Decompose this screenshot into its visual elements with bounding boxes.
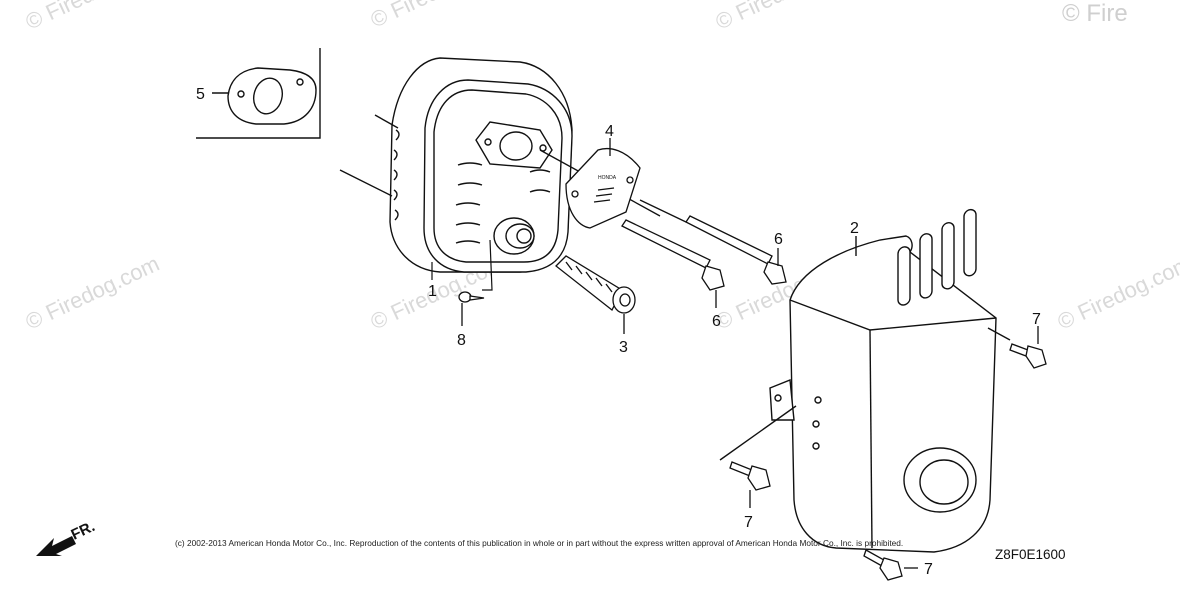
bolt-shank-upper [685, 215, 773, 265]
watermark: © Firedog.com [367, 0, 509, 33]
watermark: © Firedog.com [1054, 251, 1180, 335]
arrow-left-down-icon [36, 536, 76, 556]
bolt-head [879, 557, 903, 581]
heat-shield-text-lines [593, 187, 615, 203]
part-3-spark-arrester [555, 255, 636, 334]
part-1-muffler [339, 57, 573, 273]
callout-3: 3 [619, 339, 628, 356]
part-7-flange-bolts [729, 326, 1047, 581]
callout-6-lower: 6 [712, 313, 721, 330]
protector-tab [769, 379, 795, 421]
protector-body [789, 235, 997, 553]
callout-2: 2 [850, 220, 859, 237]
part-8-screw [458, 291, 485, 326]
callout-6-upper: 6 [774, 231, 783, 248]
arrester-screen [555, 255, 623, 312]
callout-7-bottom: 7 [924, 561, 933, 578]
muffler-inlet-port [499, 131, 533, 161]
gasket-bolt-hole [237, 90, 245, 98]
honda-mark: HONDA [598, 175, 617, 181]
drawing-number: Z8F0E1600 [995, 547, 1066, 562]
flange-bolt-hole [484, 138, 492, 146]
inset-frame [196, 48, 321, 139]
protector-slots [897, 208, 977, 306]
heat-shield-hole [571, 190, 579, 198]
leader-line [482, 239, 493, 291]
watermark: © Firedog.com [22, 251, 164, 335]
front-label: FR. [69, 518, 98, 544]
muffler-outlet-pipe [505, 223, 535, 249]
part-2-muffler-protector [719, 208, 1011, 553]
watermark-corner: © Fire [1062, 0, 1128, 27]
bolt-head [1025, 345, 1047, 369]
screw-shank [469, 295, 485, 301]
leader-line [987, 327, 1011, 341]
protector-bolt-hole [774, 394, 782, 402]
callout-7-right: 7 [1032, 311, 1041, 328]
screw-head [458, 291, 472, 303]
callout-4: 4 [605, 123, 614, 140]
callout-1: 1 [428, 283, 437, 300]
gasket-port [252, 77, 284, 115]
protector-hole [814, 396, 822, 404]
watermark: © Firedog.com [22, 0, 164, 35]
leader-line [339, 169, 393, 197]
bolt-head-upper [763, 261, 787, 285]
muffler-face-rim [433, 89, 563, 263]
leader-line [374, 114, 399, 129]
bolt-shank [1009, 343, 1029, 357]
arrester-collar [612, 286, 636, 314]
bolt-shank [863, 549, 885, 567]
part-6-bolts [621, 199, 787, 308]
protector-outlet-ring [903, 447, 977, 513]
leader-line [719, 405, 797, 461]
gasket-outline [227, 67, 317, 125]
heat-shield-hole [626, 176, 634, 184]
callout-5: 5 [196, 86, 205, 103]
protector-hole [812, 442, 820, 450]
arrester-bore [619, 293, 631, 307]
copyright-notice: (c) 2002-2013 American Honda Motor Co., … [175, 538, 904, 548]
gasket-bolt-hole [296, 78, 304, 86]
protector-hole [812, 420, 820, 428]
muffler-outlet-bore [516, 228, 532, 244]
bolt-head-lower [701, 265, 725, 291]
bolt-head [747, 465, 771, 491]
protector-seam [869, 329, 873, 549]
part-5-gasket-inset [196, 48, 321, 139]
front-direction-indicator: FR. [36, 518, 98, 556]
arrester-mesh [565, 261, 613, 293]
part-4-heat-shield [539, 138, 661, 229]
alignment-line [639, 199, 687, 223]
bolt-shank-lower [621, 219, 711, 269]
muffler-side-ribs [393, 129, 400, 221]
heat-shield-plate [565, 147, 641, 229]
protector-outlet-opening [919, 459, 969, 505]
watermark: © Firedog.com [712, 0, 854, 35]
callout-7-left: 7 [744, 514, 753, 531]
callout-8: 8 [457, 332, 466, 349]
muffler-cooling-slots [455, 162, 551, 244]
